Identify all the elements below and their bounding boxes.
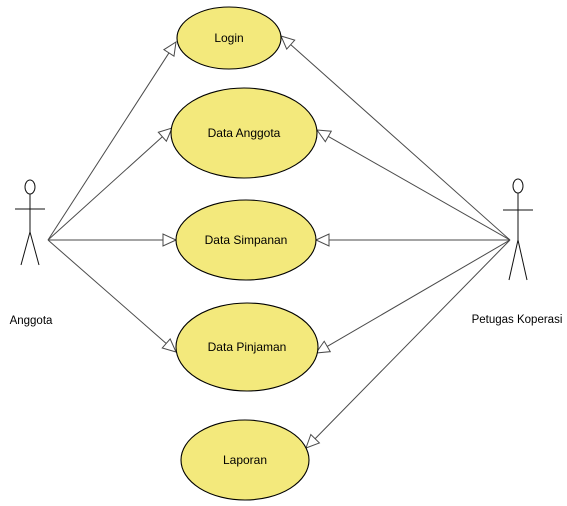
association-arrowhead-anggota-data-simpanan bbox=[162, 233, 178, 247]
association-line-anggota-data-pinjaman bbox=[47, 239, 167, 344]
association-line-petugas-data-anggota bbox=[328, 136, 511, 241]
use-case-laporan: Laporan bbox=[180, 419, 310, 501]
use-case-data-anggota-shape bbox=[170, 87, 318, 179]
use-case-data-anggota-label: Data Anggota bbox=[208, 126, 281, 140]
association-arrowhead-petugas-data-pinjaman bbox=[314, 340, 332, 354]
use-case-laporan-label: Laporan bbox=[223, 453, 267, 467]
association-line-petugas-login bbox=[290, 44, 511, 241]
association-line-petugas-data-pinjaman bbox=[326, 239, 511, 347]
association-line-petugas-laporan bbox=[314, 239, 511, 440]
actor-petugas-koperasi-figure-icon bbox=[503, 178, 533, 281]
association-arrowhead-anggota-data-pinjaman bbox=[161, 338, 177, 353]
association-arrowhead-petugas-data-anggota bbox=[315, 129, 333, 143]
association-arrowhead-anggota-login bbox=[162, 40, 177, 58]
use-case-login-label: Login bbox=[214, 31, 243, 45]
actor-anggota-label: Anggota bbox=[10, 315, 53, 327]
association-line-anggota-data-anggota bbox=[47, 136, 163, 241]
association-arrowhead-petugas-laporan bbox=[305, 433, 321, 449]
use-case-data-simpanan-shape bbox=[175, 199, 317, 281]
actor-petugas-koperasi-label: Petugas Koperasi bbox=[472, 314, 563, 326]
use-case-data-simpanan: Data Simpanan bbox=[175, 199, 317, 281]
use-case-laporan-shape bbox=[180, 419, 310, 501]
association-arrowhead-anggota-data-anggota bbox=[157, 127, 173, 143]
use-case-data-pinjaman-label: Data Pinjaman bbox=[208, 340, 287, 354]
association-line-anggota-login bbox=[47, 52, 170, 241]
actor-anggota-figure-icon bbox=[15, 179, 45, 266]
association-arrowhead-petugas-data-simpanan bbox=[314, 233, 330, 247]
association-arrowhead-petugas-login bbox=[280, 35, 296, 51]
use-case-data-pinjaman: Data Pinjaman bbox=[175, 302, 319, 392]
use-case-data-simpanan-label: Data Simpanan bbox=[205, 233, 288, 247]
actor-petugas-koperasi: Petugas Koperasi bbox=[472, 178, 563, 326]
use-case-data-anggota: Data Anggota bbox=[170, 87, 318, 179]
use-case-login: Login bbox=[176, 6, 282, 70]
associations bbox=[47, 35, 511, 449]
use-case-login-shape bbox=[176, 6, 282, 70]
actor-anggota: Anggota bbox=[10, 179, 53, 327]
use-case-data-pinjaman-shape bbox=[175, 302, 319, 392]
